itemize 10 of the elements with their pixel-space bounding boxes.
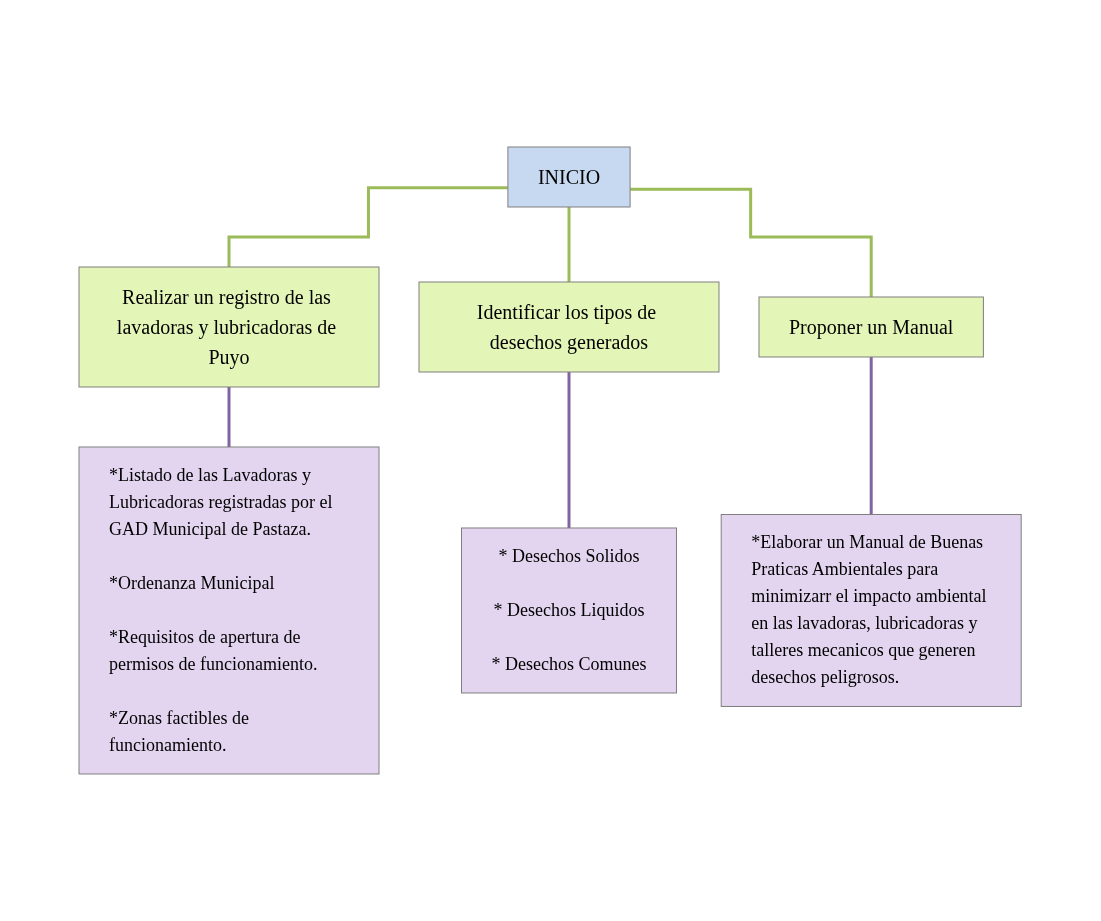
node-box: Proponer un Manual: [758, 296, 985, 358]
connector: [227, 186, 509, 269]
node-box: Realizar un registro de las lavadoras y lubricadoras de Puyo: [78, 266, 380, 388]
node-box: Identificar los tipos de desechos generados: [418, 281, 720, 373]
node-box: * Desechos Solidos * Desechos Liquidos * Desechos Comunes: [461, 527, 678, 694]
node-box: *Elaborar un Manual de Buenas Praticas Ambientales para minimizarr el impacto ambiental en las lavadoras, lubricadoras y talleres mecanicos que generen desechos peligrosos.: [721, 514, 1023, 707]
node-box: INICIO: [507, 146, 631, 208]
node-box: *Listado de las Lavadoras y Lubricadoras registradas por el GAD Municipal de Pastaza. *Ordenanza Municipal *Requisitos de apertura de permisos de funcionamiento. *Zonas factibles de funcionamiento.: [78, 446, 380, 775]
connector: [630, 187, 874, 299]
connector: [870, 355, 874, 516]
